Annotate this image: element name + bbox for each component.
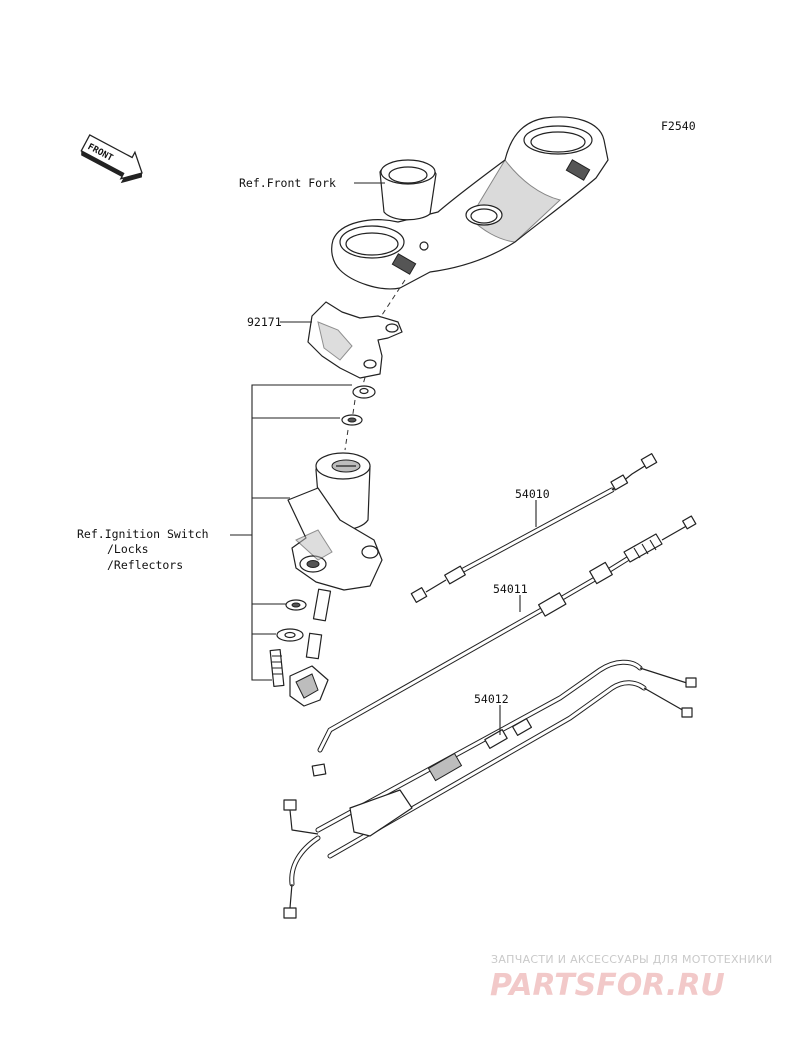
part-92171-bracket [307,301,403,379]
part-54010-cable [410,453,658,603]
label-92171: 92171 [247,315,282,329]
front-direction-arrow-icon: FRONT [80,134,143,184]
label-54011: 54011 [493,582,528,596]
part-54011-cable [311,515,697,777]
figure-code: F2540 [661,119,696,133]
top-bracket-front-fork [331,116,609,290]
label-54012: 54012 [474,692,509,706]
label-ignition-line2: /Locks [107,542,149,556]
watermark-tagline: ЗАПЧАСТИ И АКСЕССУАРЫ ДЛЯ МОТОТЕХНИКИ [491,953,773,966]
watermark-brand: PARTSFOR.RU [490,968,725,1003]
label-ignition-line1: Ref.Ignition Switch [77,527,209,541]
label-front-fork: Ref.Front Fork [239,176,336,190]
label-54010: 54010 [515,487,550,501]
part-54012-cables [283,659,697,919]
label-ignition-line3: /Reflectors [107,558,183,572]
ignition-switch-assembly [269,385,383,707]
